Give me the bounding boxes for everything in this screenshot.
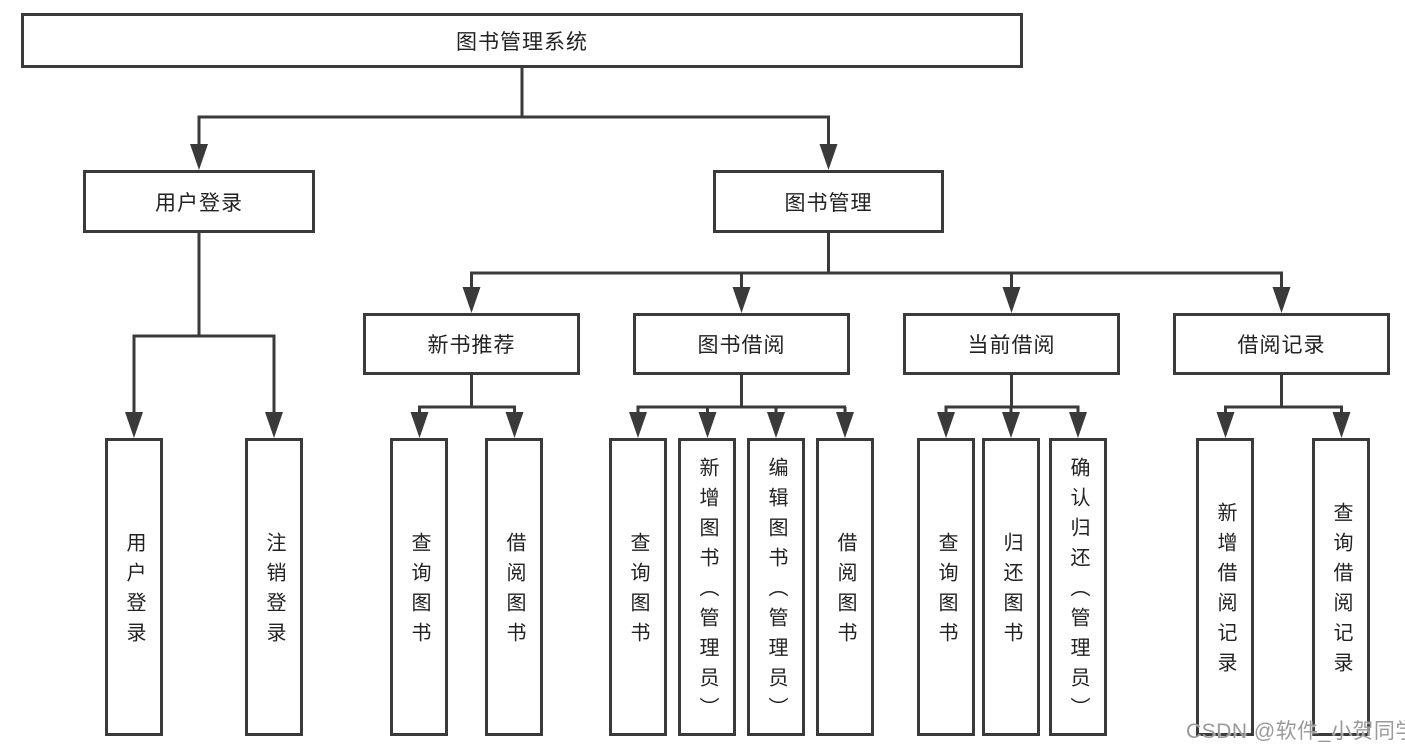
leaf-borrow-book-recommend: 借阅图书 [485,438,543,736]
leaf-query-book-recommend-label: 查询图书 [408,532,430,652]
leaf-edit-book-admin: 编辑图书（管理员） [747,438,805,736]
node-borrow-records-label: 借阅记录 [1237,334,1326,357]
leaf-query-book-current-label: 查询图书 [935,532,957,652]
leaf-borrow-book: 借阅图书 [816,438,874,736]
arrowhead-icon [265,412,283,438]
node-book-borrow: 图书借阅 [633,313,850,375]
leaf-add-borrow-record: 新增借阅记录 [1196,438,1254,736]
arrowhead-icon [836,412,854,438]
leaf-logout-label: 注销登录 [263,532,285,652]
arrowhead-icon [1002,287,1021,313]
arrowhead-icon [732,287,751,313]
arrowhead-icon [1002,412,1020,438]
arrowhead-icon [698,412,717,438]
leaf-query-borrow-record: 查询借阅记录 [1312,438,1370,736]
arrowhead-icon [1272,287,1291,313]
leaf-query-book-current: 查询图书 [917,438,975,736]
node-borrow-records: 借阅记录 [1173,313,1390,375]
leaf-edit-book-admin-label: 编辑图书（管理员） [765,457,787,727]
leaf-borrow-book-recommend-label: 借阅图书 [503,532,525,652]
node-root: 图书管理系统 [21,13,1023,68]
arrowhead-icon [767,412,785,438]
leaf-query-book-borrow-label: 查询图书 [627,532,649,652]
leaf-add-book-admin-label: 新增图书（管理员） [696,457,718,727]
leaf-return-book: 归还图书 [982,438,1040,736]
leaf-confirm-return-admin: 确认归还（管理员） [1049,438,1107,736]
node-book-borrow-label: 图书借阅 [697,334,786,357]
csdn-watermark: CSDN @软件_小贺同学 [1186,720,1405,743]
arrowhead-icon [125,412,143,438]
node-user-login-label: 用户登录 [155,191,243,215]
node-new-book-recommend: 新书推荐 [363,313,580,375]
leaf-logout: 注销登录 [245,438,303,736]
leaf-add-borrow-record-label: 新增借阅记录 [1214,502,1236,682]
arrowhead-icon [819,144,838,170]
leaf-return-book-label: 归还图书 [1000,532,1022,652]
node-root-label: 图书管理系统 [456,30,588,54]
arrowhead-icon [1216,412,1235,438]
node-new-book-recommend-label: 新书推荐 [427,334,516,357]
node-book-management: 图书管理 [713,170,944,233]
leaf-query-book-recommend: 查询图书 [390,438,448,736]
node-current-borrow-label: 当前借阅 [967,334,1056,357]
arrowhead-icon [410,412,429,438]
leaf-add-book-admin: 新增图书（管理员） [678,438,736,736]
node-user-login: 用户登录 [83,170,315,233]
node-book-management-label: 图书管理 [784,191,873,215]
arrowhead-icon [1332,412,1351,438]
arrowhead-icon [190,144,208,170]
leaf-confirm-return-admin-label: 确认归还（管理员） [1067,457,1089,727]
arrowhead-icon [629,412,647,438]
arrowhead-icon [462,287,481,313]
arrowhead-icon [937,412,955,438]
arrowhead-icon [505,412,524,438]
leaf-user-login-label: 用户登录 [123,532,145,652]
arrowhead-icon [1069,412,1087,438]
leaf-query-book-borrow: 查询图书 [609,438,667,736]
leaf-user-login: 用户登录 [105,438,163,736]
node-current-borrow: 当前借阅 [903,313,1120,375]
leaf-borrow-book-label: 借阅图书 [834,532,856,652]
leaf-query-borrow-record-label: 查询借阅记录 [1330,502,1352,682]
